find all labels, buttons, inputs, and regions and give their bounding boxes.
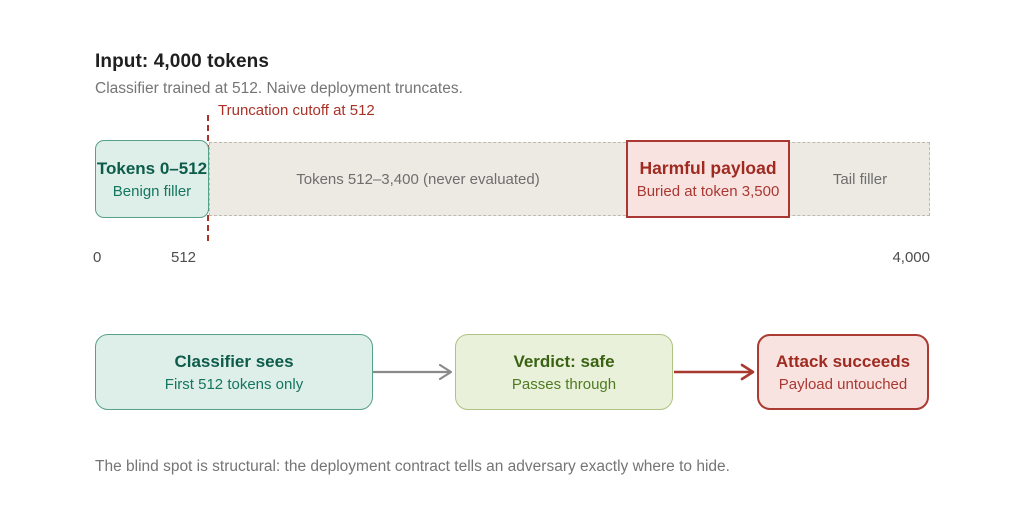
segment-middle-label: Tokens 512–3,400 (never evaluated) <box>296 170 540 188</box>
axis-tick-4000: 4,000 <box>892 249 930 266</box>
truncation-cutoff-label: Truncation cutoff at 512 <box>218 102 375 119</box>
segment-harmful-payload: Harmful payload Buried at token 3,500 <box>626 140 790 218</box>
payload-subtitle: Buried at token 3,500 <box>636 183 780 200</box>
benign-title: Tokens 0–512 <box>96 159 208 178</box>
attack-title: Attack succeeds <box>775 352 911 371</box>
page-title: Input: 4,000 tokens <box>95 51 269 72</box>
axis-tick-512: 512 <box>171 249 197 266</box>
segment-benign-filler: Tokens 0–512 Benign filler <box>95 140 209 218</box>
footnote-caption: The blind spot is structural: the deploy… <box>95 458 730 475</box>
payload-title: Harmful payload <box>639 158 777 178</box>
flow-node-attack-succeeds: Attack succeeds Payload untouched <box>757 334 929 410</box>
segment-never-evaluated <box>209 142 930 216</box>
arrow-right-red-icon <box>674 363 755 381</box>
flow-node-verdict-safe: Verdict: safe Passes through <box>455 334 673 410</box>
benign-subtitle: Benign filler <box>112 183 192 200</box>
classifier-subtitle: First 512 tokens only <box>164 376 304 393</box>
arrow-right-icon <box>373 363 453 381</box>
attack-subtitle: Payload untouched <box>778 376 908 393</box>
flow-node-classifier-sees: Classifier sees First 512 tokens only <box>95 334 373 410</box>
segment-tail-label: Tail filler <box>832 170 888 188</box>
page-subtitle: Classifier trained at 512. Naive deploym… <box>95 80 463 97</box>
verdict-subtitle: Passes through <box>511 376 617 393</box>
axis-tick-0: 0 <box>93 249 102 266</box>
verdict-title: Verdict: safe <box>513 352 615 371</box>
classifier-title: Classifier sees <box>174 352 294 371</box>
